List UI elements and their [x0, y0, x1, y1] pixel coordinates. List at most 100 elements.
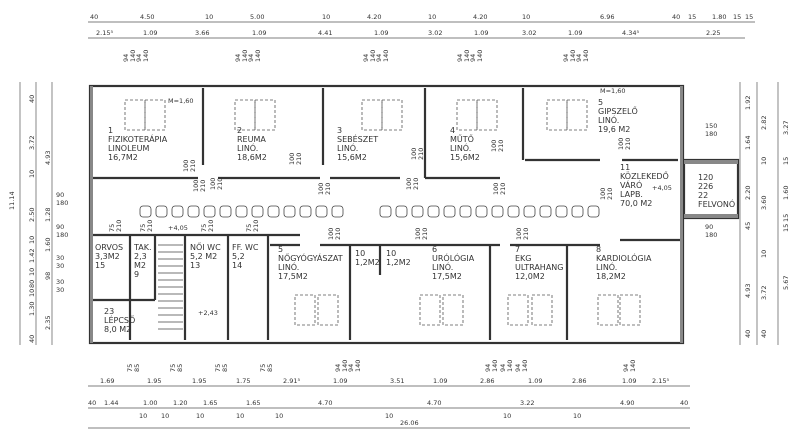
dimension-label: 3.60 — [760, 196, 768, 210]
window-label: 140 — [629, 360, 637, 372]
dimension-label: 1.09 — [333, 377, 347, 385]
window-label: 94 — [247, 54, 255, 62]
window-label: 140 — [254, 50, 262, 62]
window-label: 140 — [521, 360, 529, 372]
window-label: 94 — [122, 54, 130, 62]
door-label: 210 — [334, 228, 342, 240]
room-label: NŐI WC — [190, 242, 221, 252]
dimension-label: 1.65 — [246, 399, 260, 407]
waiting-chair — [315, 205, 328, 218]
dimension-label: 40 — [28, 335, 36, 343]
window-label: 85 — [221, 364, 229, 372]
room-label: 5,2 M2 — [190, 252, 217, 261]
window-label: 94 — [484, 364, 492, 372]
window-label: 140 — [569, 50, 577, 62]
dimension-lines — [19, 21, 779, 429]
window-label: 94 — [514, 364, 522, 372]
room-label: ULTRAHANG — [515, 263, 563, 272]
level-marker: +4,05 — [652, 184, 672, 192]
desk — [546, 99, 568, 131]
window-label: 94 — [135, 54, 143, 62]
dimension-label: 3.51 — [390, 377, 404, 385]
room-label: 226 — [698, 182, 713, 191]
desk — [317, 294, 339, 326]
window-label: 94 — [456, 54, 464, 62]
door-label: 210 — [146, 220, 154, 232]
dimension-label: 1.60 — [44, 238, 52, 252]
door-label: 210 — [522, 228, 530, 240]
window-label: 140 — [582, 50, 590, 62]
dimension-label: 1.09 — [622, 377, 636, 385]
door-label: 100 — [327, 228, 335, 240]
waiting-chair — [267, 205, 280, 218]
room-label: LINOLEUM — [108, 144, 149, 153]
window-label: 85 — [266, 364, 274, 372]
waiting-chair — [507, 205, 520, 218]
dimension-label: 80 — [28, 280, 36, 288]
dimension-label: 40 — [680, 399, 688, 407]
window-label: 75 — [126, 364, 134, 372]
window-label: 140 — [354, 360, 362, 372]
dimension-label: 10 — [760, 250, 768, 258]
desk — [254, 99, 276, 131]
room-label: ORVOS — [95, 243, 123, 252]
dimension-label: 4.70 — [427, 399, 441, 407]
room-label: 2,3 — [134, 252, 147, 261]
door-label: 100 — [414, 228, 422, 240]
desk — [381, 99, 403, 131]
desk — [419, 294, 441, 326]
dimension-label: 1.42 — [28, 249, 36, 263]
desk — [531, 294, 553, 326]
dimension-label: 1.75 — [236, 377, 250, 385]
window-label: 140 — [463, 50, 471, 62]
room-label: 5 — [598, 98, 603, 107]
dimension-label: 3.22 — [520, 399, 534, 407]
door-label: 210 — [207, 220, 215, 232]
room-label: 7 — [515, 245, 520, 254]
dimension-label: 10 — [236, 412, 244, 420]
dimension-label: 2.86 — [480, 377, 494, 385]
dimension-label: 1.20 — [173, 399, 187, 407]
door-label: 75 — [200, 224, 208, 232]
waiting-chair — [283, 205, 296, 218]
room-label: REUMA — [237, 135, 266, 144]
window-label: 94 — [234, 54, 242, 62]
dimension-label: 10 — [573, 412, 581, 420]
dimension-label: 1.09 — [474, 29, 488, 37]
dimension-label: 40 — [28, 95, 36, 103]
desk — [597, 294, 619, 326]
dimension-label: 10 — [385, 412, 393, 420]
room-label: 15 — [95, 261, 105, 270]
waiting-chair — [427, 205, 440, 218]
total-length-label: 26.06 — [400, 419, 419, 427]
room-label: 8,0 M2 — [104, 325, 131, 334]
dimension-label: 30 — [56, 286, 64, 294]
room-label: 10 — [386, 249, 396, 258]
door-label: 100 — [490, 140, 498, 152]
dimension-label: 15 — [733, 13, 741, 21]
dimension-label: 10 — [522, 13, 530, 21]
window-label: 94 — [334, 364, 342, 372]
window-label: 85 — [133, 364, 141, 372]
door-label: 100 — [405, 178, 413, 190]
waiting-chair — [539, 205, 552, 218]
dimension-label: 2.15⁵ — [96, 29, 113, 37]
dimension-label: 10 — [760, 157, 768, 165]
room-label: LINÓ. — [450, 142, 471, 153]
room-label: 3,3M2 — [95, 252, 120, 261]
room-label: M2 — [134, 261, 146, 270]
dimension-label: 10 — [322, 13, 330, 21]
room-label: VÁRÓ — [620, 179, 642, 190]
waiting-chair — [139, 205, 152, 218]
dimension-label: 10 — [161, 412, 169, 420]
room-label: 1 — [108, 126, 113, 135]
room-label: 18,2M2 — [596, 272, 626, 281]
room-label: 17,5M2 — [432, 272, 462, 281]
room-label: LAPB. — [620, 190, 643, 199]
dimension-label: 6.96 — [600, 13, 614, 21]
dimension-label: 1.09 — [528, 377, 542, 385]
dimension-label: 1.00 — [143, 399, 157, 407]
waiting-chair — [331, 205, 344, 218]
dimension-label: 4.90 — [620, 399, 634, 407]
dimension-label: 10 — [139, 412, 147, 420]
